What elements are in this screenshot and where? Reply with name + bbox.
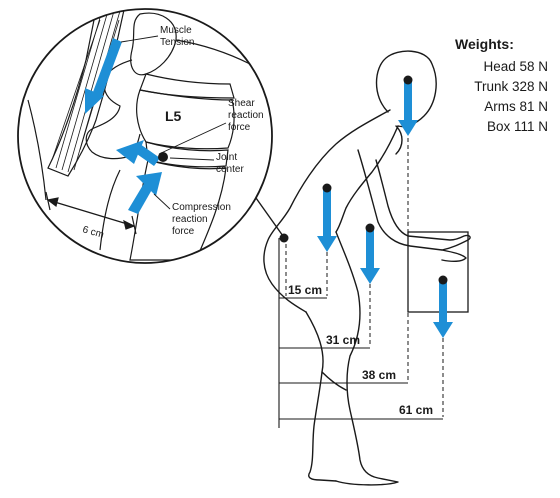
dim-label-31: 31 cm bbox=[326, 333, 360, 347]
force-arrows bbox=[317, 80, 453, 338]
label-joint-1: Joint bbox=[216, 152, 237, 163]
figure-hand bbox=[441, 249, 467, 263]
weight-trunk: Trunk 328 N bbox=[474, 79, 548, 94]
label-compression-3: force bbox=[172, 226, 195, 237]
shear-force-arrow bbox=[116, 140, 160, 166]
label-joint-2: center bbox=[216, 164, 244, 175]
weight-head: Head 58 N bbox=[483, 59, 548, 74]
muscle-tension-arrow bbox=[85, 38, 122, 114]
weights-legend: Weights: Head 58 N Trunk 328 N Arms 81 N… bbox=[455, 36, 548, 134]
lumbar-joint-point bbox=[279, 233, 289, 243]
label-shear-2: reaction bbox=[228, 110, 264, 121]
figure-front-torso bbox=[335, 125, 399, 233]
inset-vertebra-l5 bbox=[136, 89, 235, 150]
inset-frame bbox=[17, 8, 273, 264]
figure-inner-leg bbox=[321, 371, 347, 391]
compression-force-arrow bbox=[128, 172, 162, 214]
arms-weight-arrow bbox=[360, 228, 380, 284]
dimension-guides bbox=[285, 138, 444, 417]
human-figure bbox=[263, 50, 471, 486]
label-muscle-tension-2: Tension bbox=[160, 37, 194, 48]
head-weight-arrow bbox=[398, 80, 418, 136]
box-mass-center bbox=[438, 275, 448, 285]
mass-centers bbox=[279, 75, 448, 285]
label-muscle-tension-1: Muscle bbox=[160, 25, 192, 36]
label-shear-3: force bbox=[228, 122, 251, 133]
inset-6cm-line bbox=[47, 199, 135, 227]
label-l5: L5 bbox=[165, 108, 182, 124]
inset-leader-line bbox=[255, 197, 284, 237]
dim-label-15: 15 cm bbox=[288, 283, 322, 297]
figure-neck bbox=[395, 125, 403, 155]
dim-label-38: 38 cm bbox=[362, 368, 396, 382]
figure-back-leg bbox=[305, 311, 337, 482]
weight-box: Box 111 N bbox=[487, 119, 548, 134]
figure-head bbox=[375, 50, 437, 128]
inset-force-arrows bbox=[85, 38, 162, 214]
inset-skin-line bbox=[27, 99, 47, 201]
figure-arm bbox=[357, 149, 471, 251]
figure-back bbox=[263, 109, 391, 313]
box-weight-arrow bbox=[433, 280, 453, 338]
label-shear-1: Shear bbox=[228, 98, 255, 109]
dim-label-61: 61 cm bbox=[399, 403, 433, 417]
weight-arms: Arms 81 N bbox=[484, 99, 548, 114]
dimension-lines bbox=[278, 238, 443, 428]
joint-center-dot bbox=[158, 152, 168, 162]
weights-title: Weights: bbox=[455, 36, 514, 52]
label-compression-1: Compression bbox=[172, 202, 231, 213]
trunk-weight-arrow bbox=[317, 188, 337, 252]
label-compression-2: reaction bbox=[172, 214, 208, 225]
trunk-mass-center bbox=[322, 183, 332, 193]
arms-mass-center bbox=[365, 223, 375, 233]
spine-inset: L5 Muscle Tension Shear reaction force J… bbox=[17, 8, 273, 264]
figure-front-leg bbox=[335, 231, 399, 486]
inset-leader-lines bbox=[120, 35, 227, 210]
head-mass-center bbox=[403, 75, 413, 85]
